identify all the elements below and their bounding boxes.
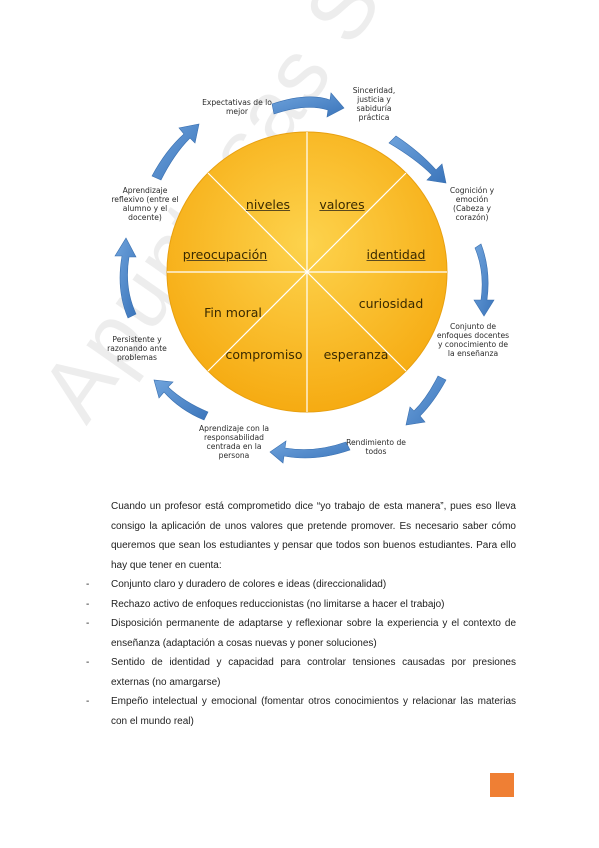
- arrow-top: [271, 92, 345, 118]
- arrow-left: [114, 237, 137, 319]
- list-item: - Rechazo activo de enfoques reduccionist…: [86, 595, 516, 615]
- list-item-text: Disposición permanente de adaptarse y re…: [111, 618, 516, 649]
- bullet-dash: -: [86, 598, 90, 610]
- segment-esperanza: esperanza: [323, 347, 389, 362]
- node-aprendizaje-responsabilidad: Aprendizaje con la responsabilidad centr…: [198, 424, 270, 460]
- node-sinceridad: Sinceridad, justicia y sabiduría práctic…: [352, 86, 396, 122]
- list-item: - Sentido de identidad y capacidad para c…: [86, 653, 516, 692]
- segment-valores: valores: [319, 197, 365, 212]
- page-marker-square: [490, 773, 514, 797]
- cycle-arrows: [114, 92, 495, 464]
- list-item-text: Empeño intelectual y emocional (fomentar…: [111, 696, 516, 727]
- cycle-diagram: [114, 92, 495, 464]
- bullet-list: - Conjunto claro y duradero de colores e …: [86, 575, 516, 731]
- bullet-dash: -: [86, 696, 90, 707]
- arrow-bottom: [269, 440, 351, 464]
- intro-paragraph: Cuando un profesor está comprometido dic…: [111, 501, 516, 571]
- node-persistente: Persistente y razonando ante problemas: [107, 335, 167, 362]
- node-aprendizaje-reflexivo: Aprendizaje reflexivo (entre el alumno y…: [111, 186, 179, 222]
- circle-dividers: [167, 132, 447, 412]
- arrow-right: [473, 243, 495, 317]
- list-item-text: Conjunto claro y duradero de colores e i…: [111, 579, 387, 590]
- bullet-dash: -: [86, 657, 90, 668]
- list-item-text: Rechazo activo de enfoques reduccionista…: [111, 598, 445, 610]
- segment-compromiso: compromiso: [225, 347, 303, 362]
- segment-identidad: identidad: [366, 247, 426, 262]
- segment-preocupacion: preocupación: [182, 247, 268, 262]
- node-rendimiento: Rendimiento de todos: [346, 438, 406, 456]
- arrow-bottom-right: [405, 375, 447, 426]
- arrow-bottom-left: [153, 379, 209, 421]
- bullet-dash: -: [86, 579, 90, 590]
- node-conjunto-enfoques: Conjunto de enfoques docentes y conocimi…: [436, 322, 510, 358]
- arrow-top-right: [388, 135, 447, 184]
- list-item: - Conjunto claro y duradero de colores e …: [86, 575, 516, 595]
- body-text: Cuando un profesor está comprometido dic…: [86, 497, 516, 731]
- bullet-dash: -: [86, 618, 90, 629]
- segment-curiosidad: curiosidad: [358, 296, 424, 311]
- node-expectativas: Expectativas de lo mejor: [202, 98, 272, 116]
- segment-niveles: niveles: [245, 197, 291, 212]
- list-item: - Empeño intelectual y emocional (fomenta…: [86, 692, 516, 731]
- segment-fin-moral: Fin moral: [204, 305, 262, 320]
- list-item-text: Sentido de identidad y capacidad para co…: [111, 657, 516, 688]
- list-item: - Disposición permanente de adaptarse y r…: [86, 614, 516, 653]
- node-cognicion: Cognición y emoción (Cabeza y corazón): [449, 186, 495, 222]
- arrow-top-left: [151, 123, 200, 181]
